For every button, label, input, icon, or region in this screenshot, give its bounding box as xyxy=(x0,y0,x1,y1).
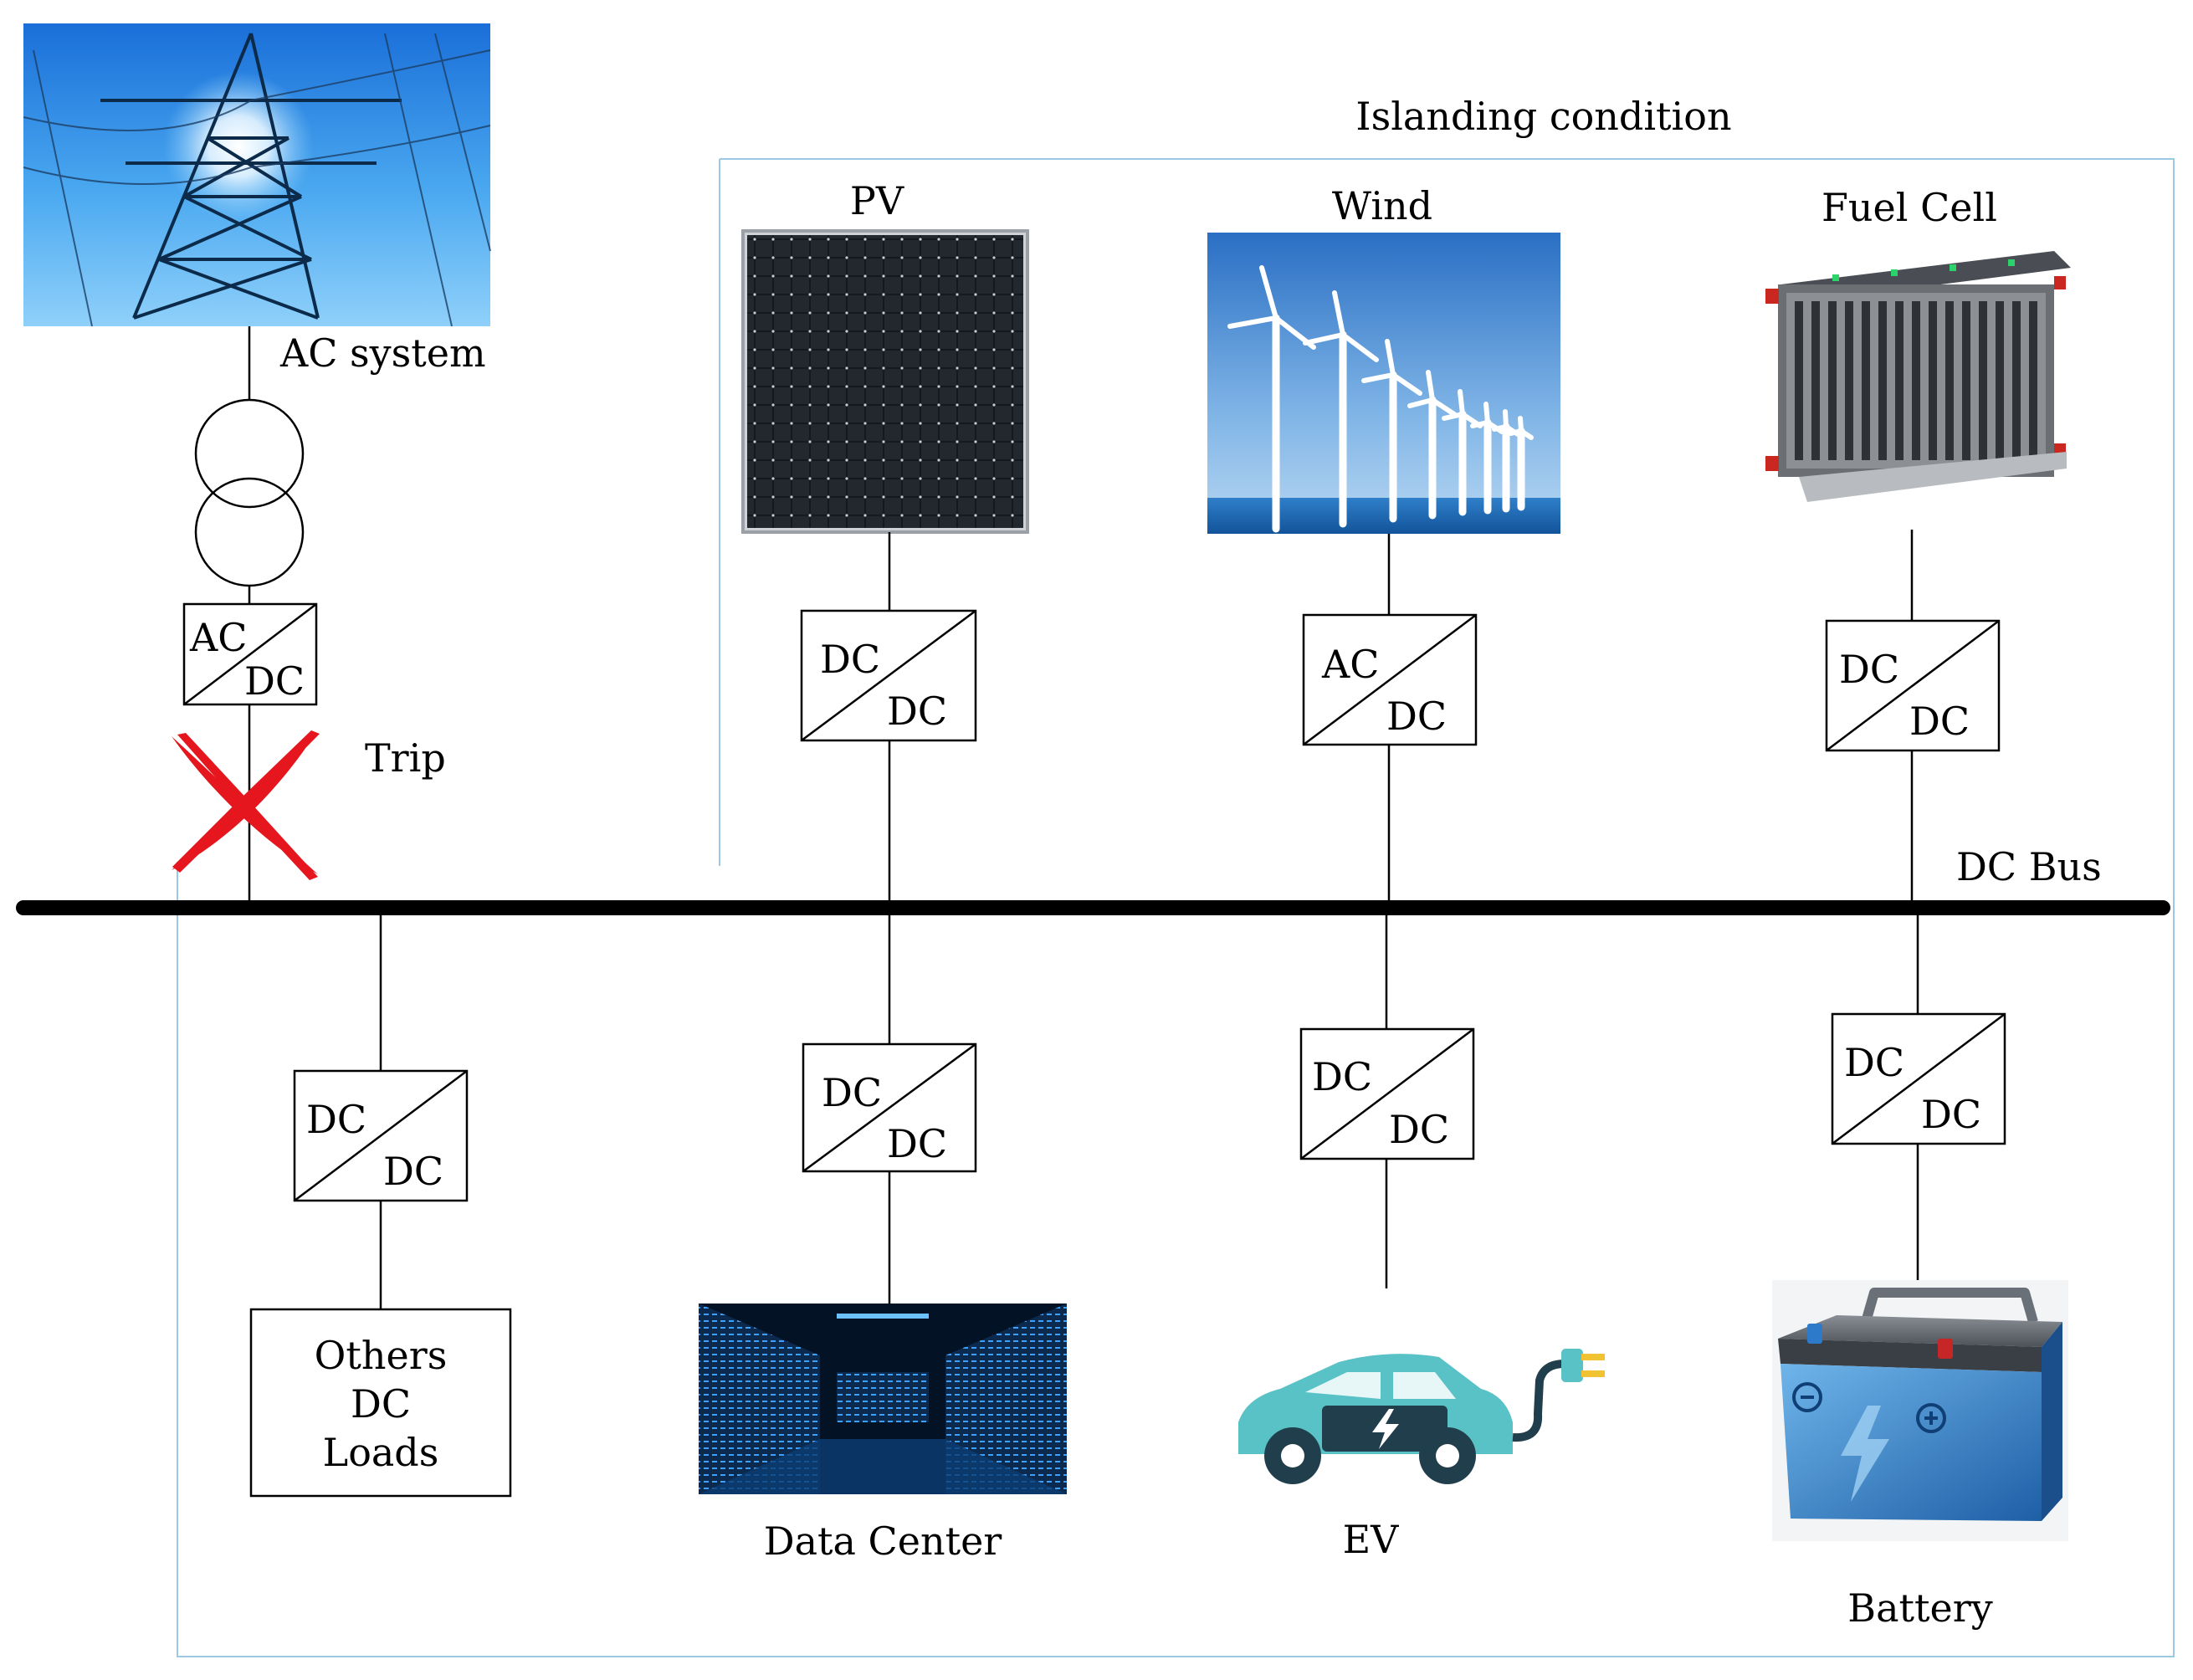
converter-output-label: DC xyxy=(244,658,305,704)
ac-system-converter: AC DC xyxy=(182,602,318,706)
converter-input-label: DC xyxy=(306,1097,366,1142)
converter-input-label: DC xyxy=(820,637,880,682)
converter-input-label: AC xyxy=(189,615,247,660)
ac-system-label: AC system xyxy=(279,330,486,376)
converter-input-label: AC xyxy=(1321,642,1379,687)
data-center-image xyxy=(699,1304,1067,1494)
pv-label: PV xyxy=(850,178,904,223)
data-center-converter: DC DC xyxy=(802,1042,977,1173)
fuel-cell-converter: DC DC xyxy=(1825,619,2001,752)
pv-panel-image xyxy=(741,229,1029,534)
wind-farm-image xyxy=(1207,233,1560,534)
converter-input-label: DC xyxy=(1839,647,1899,692)
others-converter: DC DC xyxy=(293,1069,469,1202)
trip-label: Trip xyxy=(365,735,446,781)
converter-output-label: DC xyxy=(383,1149,443,1194)
ev-label: EV xyxy=(1343,1517,1400,1562)
islanding-boundary xyxy=(177,158,2175,1657)
others-loads-line-2: DC xyxy=(351,1381,411,1426)
ev-icon xyxy=(1238,1349,1605,1484)
others-dc-loads-box: Others DC Loads xyxy=(249,1308,512,1498)
converter-input-label: DC xyxy=(1844,1040,1904,1085)
converter-output-label: DC xyxy=(887,1121,947,1166)
converter-output-label: DC xyxy=(1909,699,1970,744)
converter-output-label: DC xyxy=(1386,694,1447,739)
converter-input-label: DC xyxy=(1312,1054,1372,1099)
ev-converter: DC DC xyxy=(1299,1027,1475,1160)
wind-converter: AC DC xyxy=(1302,613,1478,746)
others-loads-line-3: Loads xyxy=(323,1430,439,1475)
data-center-label: Data Center xyxy=(764,1519,1002,1564)
wind-label: Wind xyxy=(1332,183,1432,228)
converter-output-label: DC xyxy=(887,689,947,734)
battery-converter: DC DC xyxy=(1831,1012,2006,1145)
converter-output-label: DC xyxy=(1389,1107,1449,1152)
dc-bus-label: DC Bus xyxy=(1956,844,2102,889)
islanding-label: Islanding condition xyxy=(1355,94,1731,139)
pv-converter: DC DC xyxy=(800,609,977,742)
fuel-cell-label: Fuel Cell xyxy=(1822,185,1997,230)
others-loads-line-1: Others xyxy=(315,1333,448,1378)
converter-output-label: DC xyxy=(1921,1092,1981,1137)
transformer-icon xyxy=(194,398,305,587)
converter-input-label: DC xyxy=(822,1070,882,1115)
trip-icon xyxy=(172,730,320,880)
ac-system-image xyxy=(23,23,491,327)
battery-image xyxy=(1772,1280,2068,1541)
battery-label: Battery xyxy=(1847,1585,1992,1631)
fuel-cell-image xyxy=(1765,251,2071,502)
